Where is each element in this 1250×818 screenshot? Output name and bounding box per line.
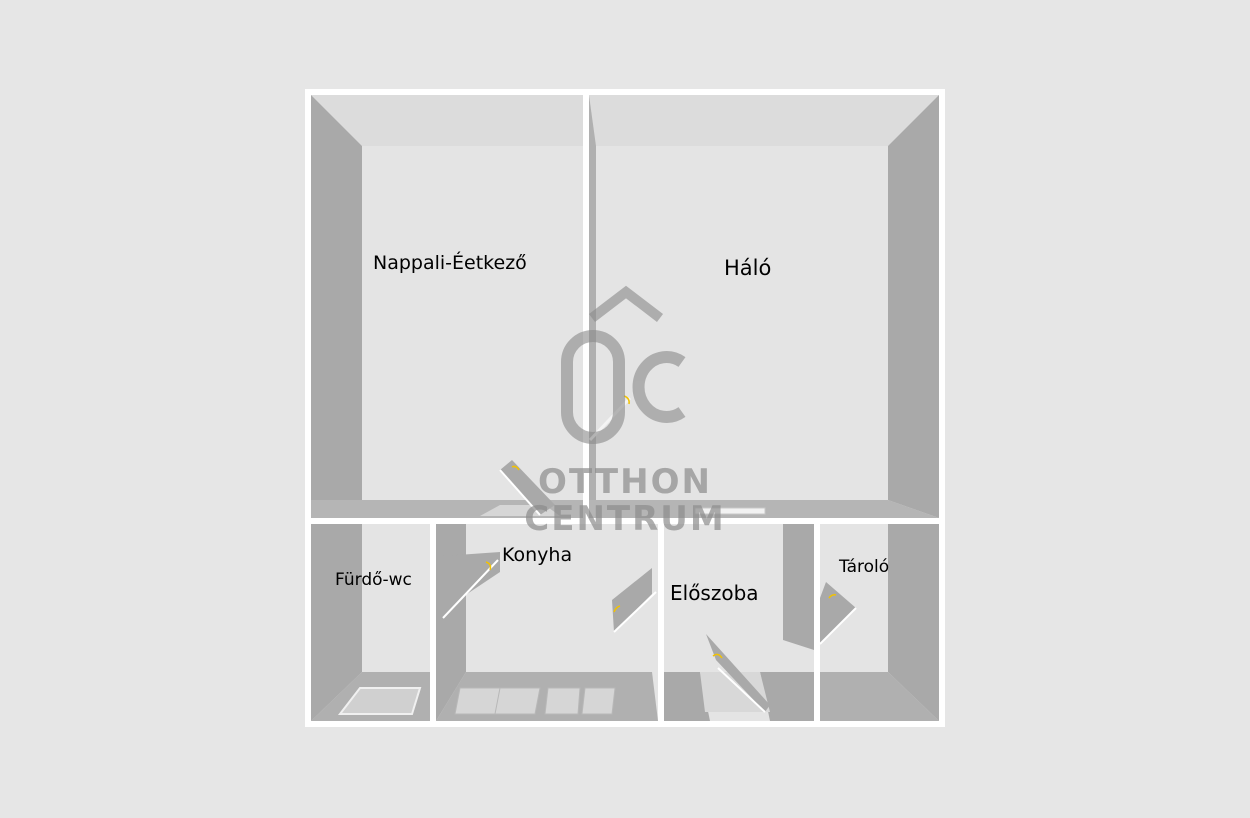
room-label-furdo: Fürdő-wc: [335, 570, 412, 590]
room-furdo: [311, 524, 430, 721]
room-tarolo: [819, 524, 939, 721]
room-konyha: [436, 524, 658, 721]
room-label-konyha: Konyha: [502, 544, 573, 566]
room-label-nappali: Nappali-Éetkező: [373, 252, 527, 274]
room-nappali: [311, 95, 583, 518]
logo-text-centrum: CENTRUM: [524, 499, 725, 539]
room-label-tarolo: Tároló: [839, 557, 890, 577]
logo-text-otthon: OTTHON: [538, 462, 712, 502]
room-label-eloszoba: Előszoba: [670, 581, 759, 605]
room-label-halo: Háló: [724, 256, 772, 280]
otthon-centrum-logo: [561, 285, 686, 444]
door-nappali: [480, 460, 560, 516]
room-eloszoba: [664, 524, 814, 721]
